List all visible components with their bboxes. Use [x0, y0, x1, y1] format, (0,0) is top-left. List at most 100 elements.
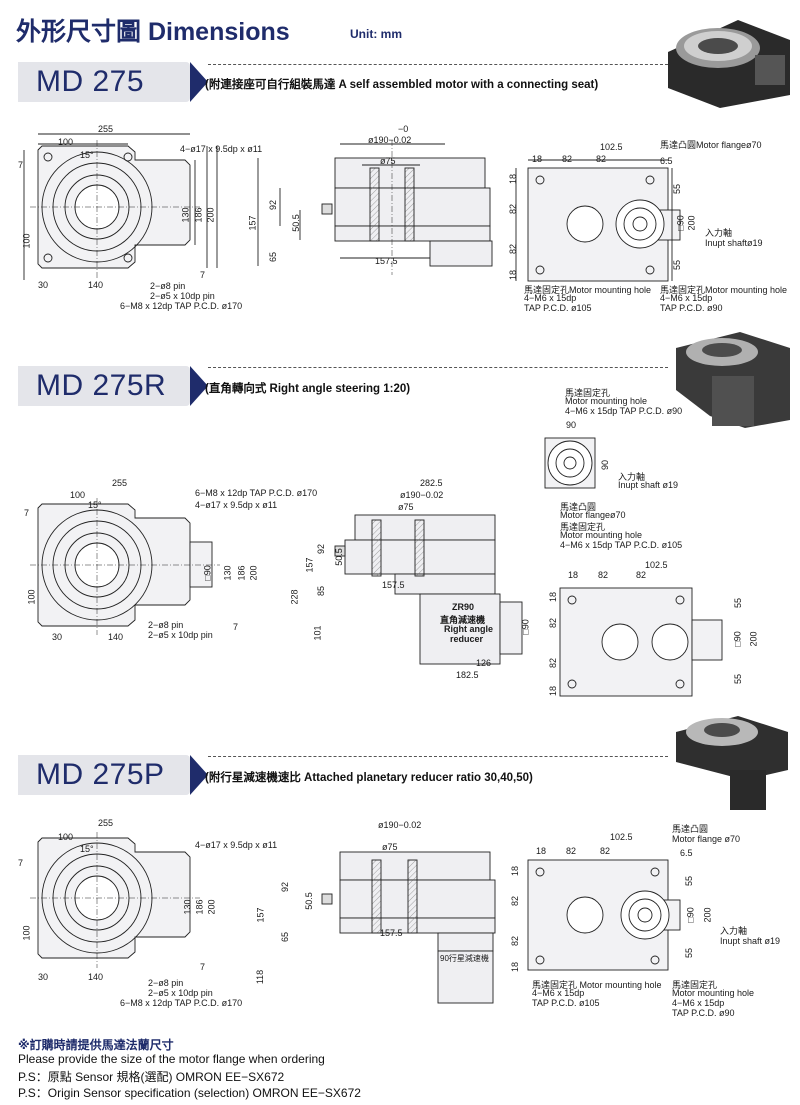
motor-end-view-r	[544, 437, 596, 489]
front-view-p	[30, 832, 200, 968]
page-title: 外形尺寸圖 Dimensions	[16, 18, 290, 46]
dim-130: 130	[182, 899, 193, 915]
dim-100: 100	[58, 137, 74, 147]
dim-255: 255	[112, 478, 128, 488]
dim-200: 200	[205, 207, 216, 223]
dim-55: 55	[733, 597, 744, 609]
dim-118: 118	[255, 969, 266, 985]
dim-55: 55	[684, 875, 695, 887]
flange-cn: 馬達凸圓	[560, 502, 597, 512]
dim-190: ø190−0.02	[400, 490, 444, 500]
footer-line-1: Please provide the size of the motor fla…	[18, 1052, 325, 1066]
dim-130: 130	[222, 565, 233, 581]
dim-18: 18	[532, 154, 543, 164]
dim-90-sq: □90	[675, 215, 686, 231]
m6-tap105: 4−M6 x 15dp TAP P.C.D. ø105	[560, 540, 683, 550]
planetary-reducer: 90行星減速機	[440, 954, 489, 963]
dim-190-top: −0	[398, 124, 409, 134]
side-view-r	[334, 514, 523, 665]
dim-100: 100	[70, 490, 86, 500]
dim-82-v2: 82	[510, 935, 521, 947]
dim-126: 126	[476, 658, 492, 668]
dim-140: 140	[88, 972, 104, 982]
pin-5: 2−ø5 x 10dp pin	[150, 291, 215, 301]
dim-186: 186	[193, 207, 204, 223]
dim-82-v: 82	[548, 617, 559, 629]
section-code: MD 275R	[36, 369, 167, 402]
dim-50-5: 50.5	[333, 548, 344, 566]
input-shaft-en: Inupt shaft ø19	[720, 936, 781, 946]
m6-a: 4−M6 x 15dp	[524, 293, 577, 303]
dim-90-top: 90	[566, 420, 577, 430]
dim-30: 30	[52, 632, 63, 642]
dim-65: 65	[268, 251, 279, 263]
dim-102-5: 102.5	[600, 142, 623, 152]
section-banner-md275p: MD 275P	[18, 755, 208, 795]
dim-7-b: 7	[233, 622, 239, 632]
md275r-drawings	[30, 332, 790, 697]
mounting-hole-b: 馬達固定孔Motor mounting hole	[660, 285, 788, 295]
bottom-view-p	[527, 859, 681, 971]
dim-100-v: 100	[21, 233, 32, 249]
md275-drawings	[23, 20, 790, 282]
dim-186: 186	[236, 565, 247, 581]
dim-65: 85	[316, 585, 327, 597]
pin-5: 2−ø5 x 10dp pin	[148, 988, 213, 998]
reducer-en2: reducer	[450, 634, 484, 644]
input-shaft-cn: 入力軸	[618, 472, 646, 482]
motor-hole-cn: 馬達固定孔	[560, 522, 606, 532]
dim-82-v: 82	[508, 203, 519, 215]
section-banner-md275r: MD 275R	[18, 366, 208, 406]
tap-105: TAP P.C.D. ø105	[532, 998, 600, 1008]
dim-82-b: 82	[600, 846, 611, 856]
pin-8: 2−ø8 pin	[148, 620, 184, 630]
m6-b: 4−M6 x 15dp	[660, 293, 713, 303]
dim-200: 200	[206, 899, 217, 915]
section-divider	[208, 756, 668, 757]
mounting-hole-en-b: Motor mounting hole	[672, 988, 755, 998]
product-photo-md275p	[676, 716, 788, 810]
m6-tap90: 4−M6 x 15dp TAP P.C.D. ø90	[565, 406, 683, 416]
dim-7-b: 7	[200, 962, 206, 972]
dim-30: 30	[38, 280, 49, 290]
dim-7: 7	[18, 160, 24, 170]
dim-82-b: 82	[596, 154, 607, 164]
input-shaft-cn: 入力軸	[705, 228, 733, 238]
dim-200: 200	[248, 565, 259, 581]
footer-line-3: P.S：Origin Sensor specification (selecti…	[18, 1086, 361, 1100]
dim-190: ø190−0.02	[378, 820, 422, 830]
dim-140: 140	[88, 280, 104, 290]
dim-130: 130	[180, 207, 191, 223]
dim-90-sq: □90	[685, 907, 696, 923]
pin-8: 2−ø8 pin	[150, 281, 186, 291]
dim-18: 18	[536, 846, 547, 856]
section-banner-md275: MD 275	[18, 62, 208, 102]
hole-spec: 4−ø17 x 9.5dp x ø11	[180, 144, 263, 154]
dim-100-v: 100	[21, 925, 32, 941]
dim-92: 92	[268, 199, 279, 211]
dim-50-5: 50.5	[303, 892, 314, 910]
dim-55: 55	[672, 183, 683, 195]
dim-255: 255	[98, 124, 114, 134]
mounting-hole-a: 馬達固定孔Motor mounting hole	[524, 285, 652, 295]
md275p-drawings	[30, 716, 788, 1004]
dim-75: ø75	[382, 842, 398, 852]
tap-170: 6−M8 x 12dp TAP P.C.D. ø170	[120, 998, 243, 1008]
pin-8: 2−ø8 pin	[148, 978, 184, 988]
dim-157-5: 157.5	[375, 256, 398, 266]
m6-b: 4−M6 x 15dp	[672, 998, 725, 1008]
dim-157-5: 157.5	[382, 580, 405, 590]
motor-hole-en: Motor mounting hole	[560, 530, 643, 540]
input-shaft-en: Inupt shaftø19	[705, 238, 763, 248]
dim-18-v2: 18	[508, 269, 519, 281]
flange-en: Motor flange ø70	[672, 834, 741, 844]
motor-hole-cn-top: 馬達固定孔	[565, 388, 611, 398]
tap-170: 6−M8 x 12dp TAP P.C.D. ø170	[195, 488, 318, 498]
dim-200-b: 200	[686, 215, 697, 231]
dim-101: 101	[312, 625, 323, 641]
dim-55-b: 55	[672, 259, 683, 271]
side-view-p	[321, 851, 496, 1004]
section-code: MD 275	[36, 65, 145, 98]
dim-200-b: 200	[748, 631, 759, 647]
section-divider	[208, 64, 668, 65]
